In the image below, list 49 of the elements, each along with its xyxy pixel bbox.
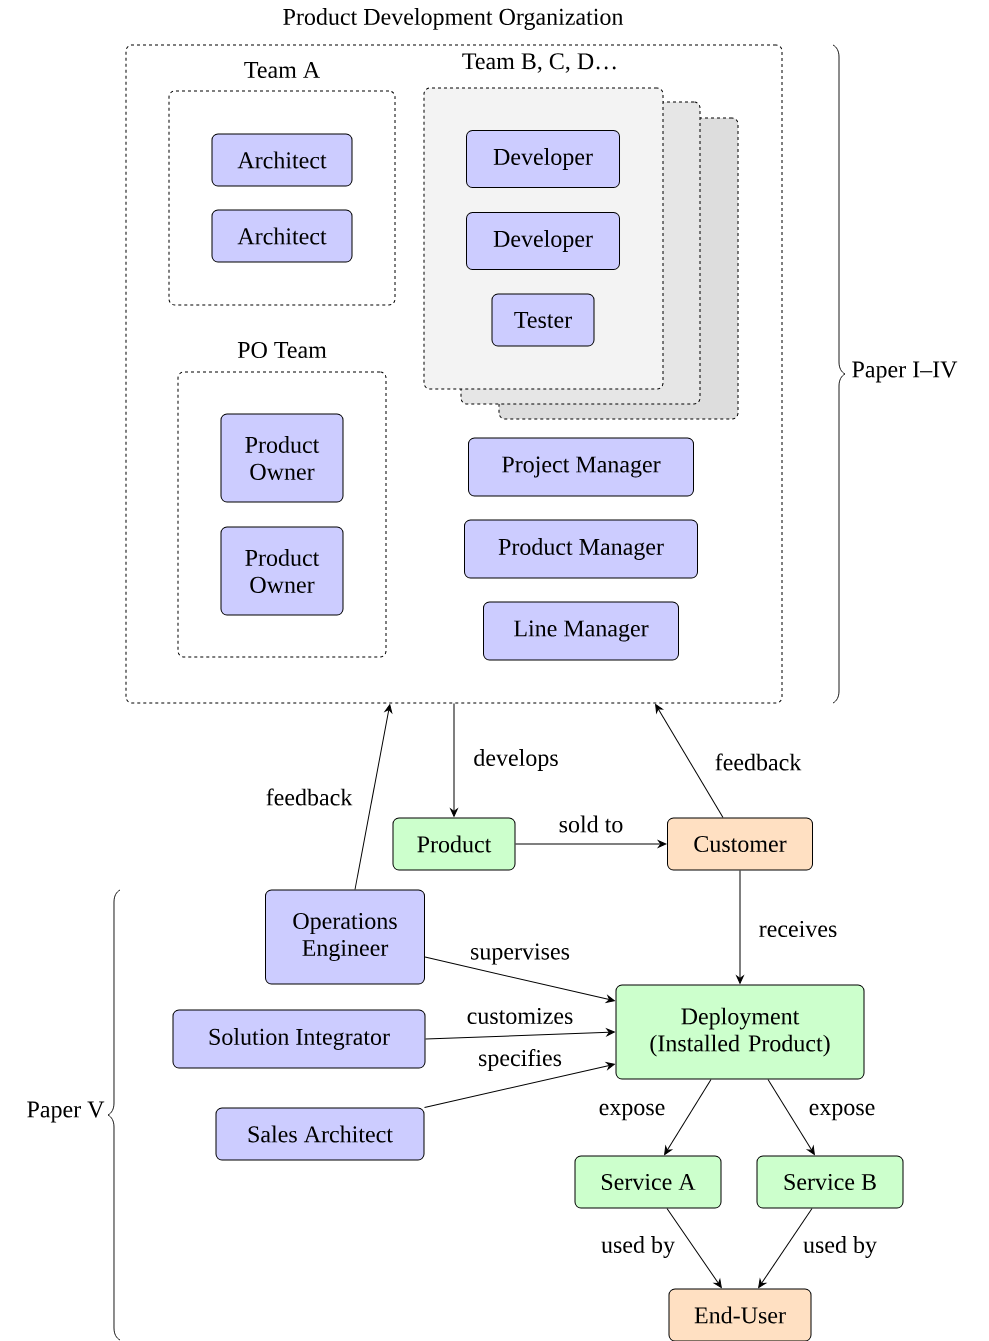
deployment-box: Deployment (Installed Product) xyxy=(615,984,865,1080)
role-box: Tester xyxy=(491,293,595,347)
edge-label: specifies xyxy=(477,1048,563,1072)
edge-label: expose xyxy=(597,1102,667,1122)
service-box: Service B xyxy=(756,1155,904,1209)
arrow xyxy=(767,1079,815,1155)
role-box: Sales Architect xyxy=(215,1107,425,1161)
arrow xyxy=(424,956,615,1003)
edge-label: feedback xyxy=(264,787,354,807)
arrow xyxy=(736,870,744,984)
arrow xyxy=(450,703,458,817)
role-box: Project Manager xyxy=(468,437,694,497)
arrow xyxy=(354,704,393,890)
arrow xyxy=(515,840,667,848)
arrow xyxy=(655,704,724,818)
edge-label: develops xyxy=(472,748,560,772)
edge-label: sold to xyxy=(557,814,625,834)
edge-label: receives xyxy=(757,919,839,939)
node-label: PO Team xyxy=(237,341,327,359)
edge-label: supervises xyxy=(469,942,571,966)
edge-label: customizes xyxy=(465,1006,575,1026)
product-box: Product xyxy=(392,817,516,871)
service-box: Service A xyxy=(574,1155,722,1209)
arrow xyxy=(425,1028,615,1040)
edge-label: used by xyxy=(600,1235,676,1259)
role-box: Operations Engineer xyxy=(265,889,425,985)
edge-label: feedback xyxy=(713,752,803,772)
role-box: Architect xyxy=(211,209,353,263)
node-label: Team A xyxy=(244,61,320,79)
role-box: Architect xyxy=(211,133,353,187)
node-label: Team B, C, D… xyxy=(462,53,616,73)
role-box: Product Owner xyxy=(220,413,344,503)
role-box: Solution Integrator xyxy=(172,1009,426,1069)
role-box: Product Manager xyxy=(464,519,698,579)
role-box: Line Manager xyxy=(483,601,679,661)
role-box: Developer xyxy=(466,212,620,270)
paper-label: Paper V xyxy=(27,1101,105,1123)
customer-box: Customer xyxy=(667,817,813,871)
arrow xyxy=(758,1208,813,1288)
arrow xyxy=(664,1079,712,1155)
edge-label: expose xyxy=(807,1102,877,1122)
arrow xyxy=(666,1208,722,1288)
role-box: Developer xyxy=(466,130,620,188)
arrow xyxy=(424,1062,615,1108)
edge-label: used by xyxy=(802,1235,878,1259)
node-label: Product Development Organization xyxy=(283,8,624,30)
role-box: Product Owner xyxy=(220,526,344,616)
paper-label: Paper I–IV xyxy=(852,361,958,383)
end-user-box: End-User xyxy=(668,1288,812,1341)
